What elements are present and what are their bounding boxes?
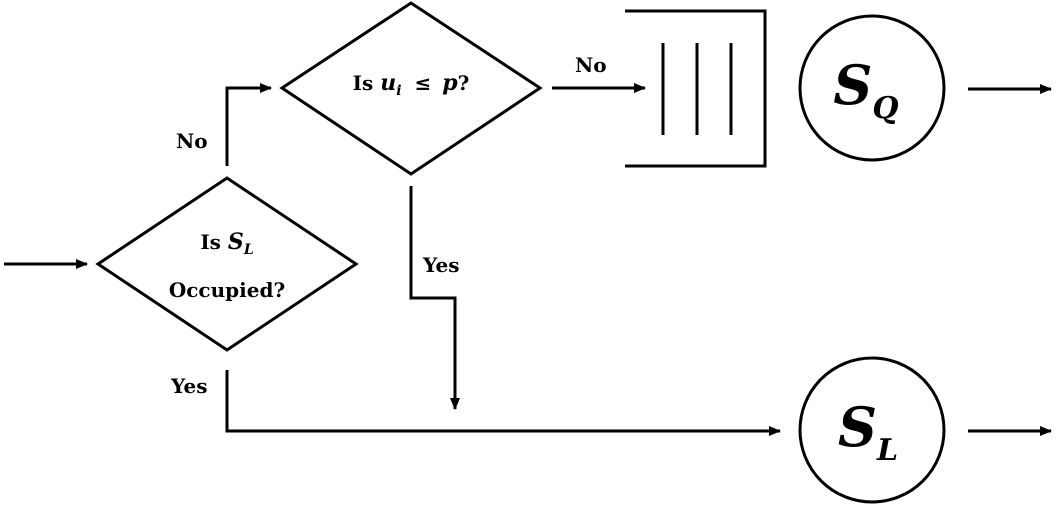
decision-threshold-var: u — [380, 70, 396, 96]
decision-occupied-line2: Occupied? — [169, 278, 285, 302]
server-local-subscript: L — [876, 433, 898, 468]
decision-threshold-prefix: Is — [353, 71, 374, 95]
decision-occupied-line1: Is SL — [200, 229, 253, 258]
edge-label-threshold-yes: Yes — [422, 253, 460, 277]
server-local-label: SL — [838, 395, 898, 468]
edge-label-occupied-no: No — [176, 129, 208, 153]
server-local-symbol: S — [838, 395, 877, 459]
queue-buffer — [625, 9, 767, 168]
edge-label-threshold-no: No — [575, 53, 607, 77]
server-queue-label: SQ — [833, 53, 898, 126]
server-queue-subscript: Q — [872, 91, 898, 126]
server-queue-circle — [798, 14, 946, 162]
server-queue-symbol: S — [833, 53, 872, 117]
edge-label-occupied-yes: Yes — [170, 374, 208, 398]
decision-threshold-suffix: ? — [458, 71, 470, 95]
decision-threshold-op: ≤ — [415, 71, 432, 95]
decision-occupied-subscript: L — [243, 242, 254, 258]
server-local-circle — [798, 356, 946, 504]
decision-threshold-var-sub: i — [396, 83, 401, 99]
decision-occupied-symbol: S — [228, 229, 244, 255]
threshold-yes-connector — [409, 186, 460, 410]
decision-threshold-diamond — [279, 1, 543, 176]
occupied-yes-connector — [225, 370, 781, 436]
decision-occupied-diamond — [95, 176, 359, 352]
decision-threshold-label: Is ui ≤ p? — [353, 70, 470, 100]
occupied-no-connector — [225, 83, 272, 166]
decision-threshold-rhs: p — [442, 70, 458, 96]
decision-occupied-prefix: Is — [200, 230, 221, 254]
